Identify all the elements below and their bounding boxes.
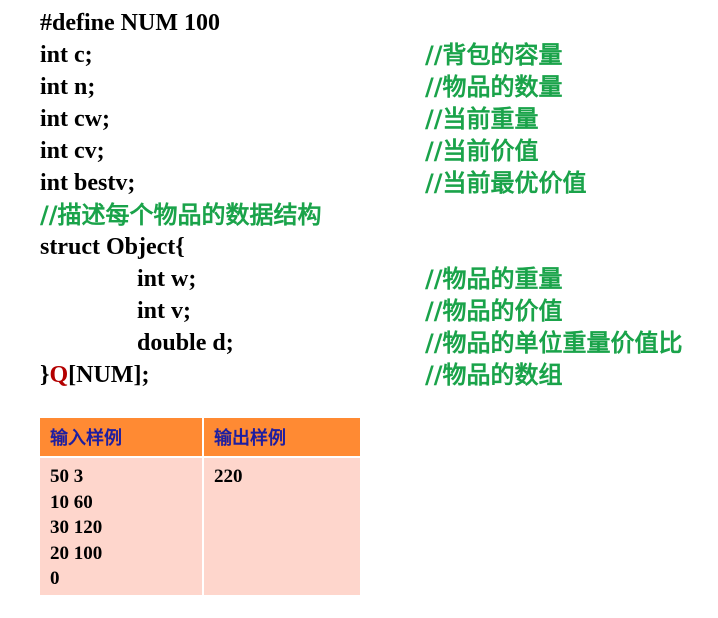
code-text: int cw;: [40, 106, 110, 132]
sample-io-table: 输入样例 输出样例 50 3 10 60 30 120 20 100 0 220: [38, 416, 362, 597]
table-header-row: 输入样例 输出样例: [38, 416, 362, 458]
code-text: int cv;: [40, 138, 105, 164]
code-comment: //当前价值: [425, 137, 539, 165]
code-text: struct Object{: [40, 234, 185, 260]
code-suffix: [NUM];: [68, 362, 150, 388]
input-line: 50 3: [50, 466, 84, 487]
input-header: 输入样例: [38, 416, 204, 458]
input-line: 30 120: [50, 517, 103, 538]
code-comment: //当前最优价值: [425, 169, 587, 197]
code-comment: //背包的容量: [425, 41, 563, 69]
code-text: }Q[NUM];: [40, 359, 149, 391]
code-text: int n;: [40, 74, 96, 100]
code-text: int w;: [137, 266, 197, 292]
code-comment: //物品的价值: [425, 297, 563, 325]
input-line: 0: [50, 568, 60, 589]
code-comment: //物品的单位重量价值比: [425, 329, 683, 357]
input-line: 10 60: [50, 491, 93, 513]
highlighted-identifier: Q: [49, 362, 69, 388]
code-comment: //物品的重量: [425, 265, 563, 293]
code-text: int v;: [137, 298, 191, 324]
code-text: #define NUM 100: [40, 10, 220, 36]
code-text: double d;: [137, 330, 234, 356]
output-header: 输出样例: [202, 416, 362, 458]
output-cell: 220: [202, 456, 362, 597]
code-comment: //物品的数组: [425, 361, 563, 389]
table-row: 50 3 10 60 30 120 20 100 0 220: [38, 456, 362, 597]
code-comment: //当前重量: [425, 105, 539, 133]
code-text: int c;: [40, 42, 93, 68]
code-text: int bestv;: [40, 170, 136, 196]
output-line: 220: [214, 466, 243, 487]
input-line: 20 100: [50, 542, 103, 564]
input-cell: 50 3 10 60 30 120 20 100 0: [38, 456, 204, 597]
code-comment: //描述每个物品的数据结构: [40, 201, 322, 229]
code-comment: //物品的数量: [425, 73, 563, 101]
code-prefix: }: [40, 362, 50, 388]
